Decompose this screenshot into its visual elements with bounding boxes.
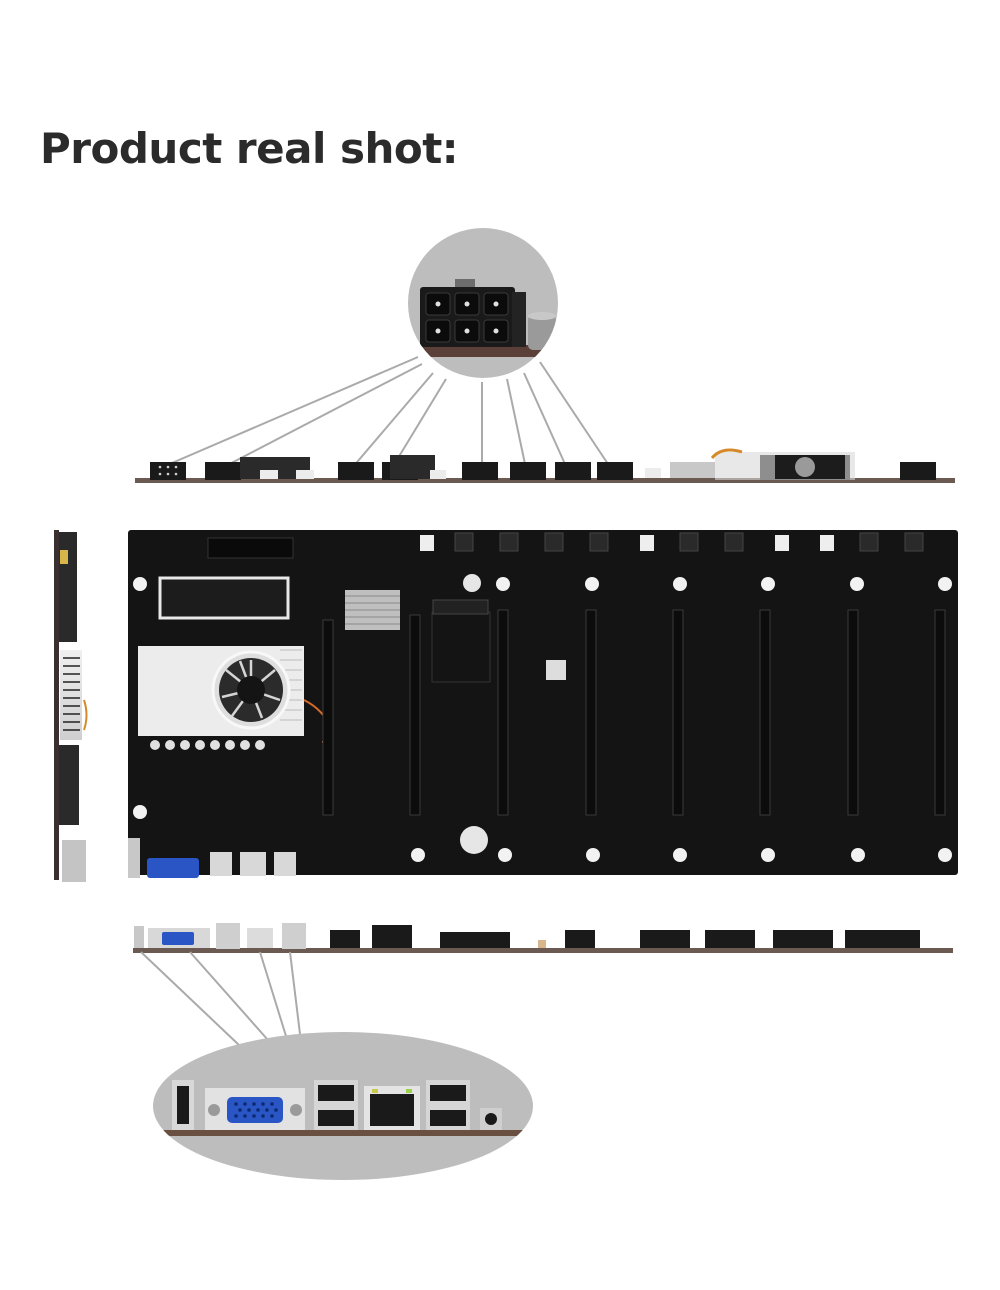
leader-lines-top <box>164 356 609 471</box>
io-panel-callout <box>153 1032 533 1180</box>
hdmi-port-icon <box>172 1080 194 1130</box>
front-view <box>128 530 958 878</box>
leader-lines-io <box>140 951 301 1047</box>
io-edge-view <box>133 923 953 953</box>
pcie-slots <box>322 609 946 816</box>
pcie-6pin-callout <box>408 228 558 378</box>
lan-port-icon <box>364 1086 420 1130</box>
page-title: Product real shot: <box>40 124 459 173</box>
top-edge-view <box>135 448 955 483</box>
power-button-icon <box>480 1108 502 1130</box>
mounting-holes <box>133 577 952 862</box>
vga-port-icon <box>205 1088 305 1130</box>
usb-port-pair-1-icon <box>314 1080 358 1130</box>
usb-port-pair-2-icon <box>426 1080 470 1130</box>
side-view <box>54 530 88 882</box>
cpu-fan-heatsink <box>138 646 334 743</box>
